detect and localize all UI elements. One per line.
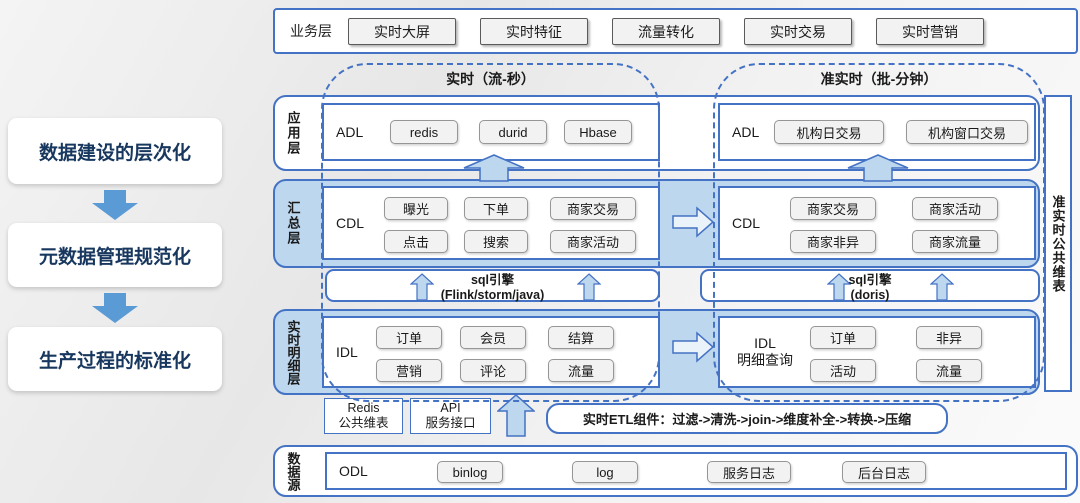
etl-pipeline-box: 实时ETL组件：过滤->清洗->join->维度补全->转换->压缩 <box>546 403 948 434</box>
idl-left-tag: IDL <box>336 344 358 360</box>
odl-chip-binlog: binlog <box>437 461 503 483</box>
roadmap-step-3: 生产过程的标准化 <box>8 327 222 391</box>
group-realtime-title: 实时（流-秒） <box>446 71 535 87</box>
quasi-dim-table-sidebar: 准实时公共维表 <box>1044 95 1072 392</box>
up-arrow-icon <box>463 154 525 182</box>
business-item-traffic-conversion: 流量转化 <box>612 18 720 45</box>
up-arrow-icon <box>827 273 851 301</box>
idl-chip: 结算 <box>548 326 614 349</box>
sql-engine-left-subtitle: (Flink/storm/java) <box>440 288 545 302</box>
business-layer-label: 业务层 <box>290 23 332 39</box>
adl-left-tag: ADL <box>336 124 364 140</box>
odl-box: ODL binlog log 服务日志 后台日志 <box>325 452 1067 490</box>
idl-chip: 流量 <box>916 359 982 382</box>
adl-right-tag: ADL <box>732 124 760 140</box>
up-arrow-icon <box>497 394 535 437</box>
cdl-chip: 下单 <box>464 197 528 220</box>
idl-chip: 营销 <box>376 359 442 382</box>
business-item-realtime-trade: 实时交易 <box>744 18 852 45</box>
cdl-chip: 搜索 <box>464 230 528 253</box>
adl-chip-redis: redis <box>390 120 458 144</box>
cdl-left-box: CDL 曝光 下单 商家交易 点击 搜索 商家活动 <box>322 186 660 260</box>
down-arrow-icon <box>92 293 138 323</box>
adl-chip-durid: durid <box>479 120 547 144</box>
right-arrow-icon <box>672 206 714 238</box>
detail-layer-label: 实时明细层 <box>285 319 301 385</box>
adl-left-box: ADL redis durid Hbase <box>322 103 660 161</box>
idl-chip: 会员 <box>460 326 526 349</box>
idl-chip: 订单 <box>376 326 442 349</box>
idl-chip: 非异 <box>916 326 982 349</box>
idl-chip: 评论 <box>460 359 526 382</box>
sql-engine-left-box: sql引擎 (Flink/storm/java) <box>325 269 660 302</box>
adl-right-box: ADL 机构日交易 机构窗口交易 <box>718 103 1036 161</box>
cdl-chip: 点击 <box>384 230 448 253</box>
adl-chip-institution-window-trade: 机构窗口交易 <box>906 120 1028 144</box>
cdl-left-tag: CDL <box>336 215 365 231</box>
business-item-realtime-dashboard: 实时大屏 <box>348 18 456 45</box>
idl-chip: 活动 <box>810 359 876 382</box>
roadmap-step-1: 数据建设的层次化 <box>8 118 222 184</box>
roadmap-step-3-label: 生产过程的标准化 <box>38 350 191 372</box>
business-item-realtime-feature: 实时特征 <box>480 18 588 45</box>
odl-chip-service-log: 服务日志 <box>707 461 791 483</box>
odl-chip-backend-log: 后台日志 <box>842 461 926 483</box>
group-quasi-title: 准实时（批-分钟） <box>820 71 938 87</box>
summary-layer-label: 汇总层 <box>285 201 301 246</box>
sql-engine-right-subtitle: (doris) <box>850 288 890 302</box>
right-arrow-icon <box>672 331 714 363</box>
adl-chip-hbase: Hbase <box>564 120 632 144</box>
app-layer-label: 应用层 <box>285 110 301 156</box>
datasource-label: 数据源 <box>285 451 301 491</box>
roadmap-step-2: 元数据管理规范化 <box>8 223 222 287</box>
up-arrow-icon <box>847 154 909 182</box>
cdl-chip: 商家交易 <box>550 197 636 220</box>
odl-tag: ODL <box>339 463 368 479</box>
cdl-chip: 曝光 <box>384 197 448 220</box>
cdl-chip: 商家交易 <box>790 197 876 220</box>
idl-right-tag: IDL 明细查询 <box>737 335 793 368</box>
up-arrow-icon <box>930 273 954 301</box>
cdl-right-box: CDL 商家交易 商家活动 商家非异 商家流量 <box>718 186 1036 260</box>
up-arrow-icon <box>410 273 434 301</box>
sql-engine-right-box: sql引擎 (doris) <box>700 269 1040 302</box>
api-service-box: API 服务接口 <box>410 398 491 434</box>
redis-dim-table-box: Redis 公共维表 <box>324 398 403 434</box>
odl-chip-log: log <box>572 461 638 483</box>
adl-chip-institution-daily-trade: 机构日交易 <box>774 120 884 144</box>
cdl-right-tag: CDL <box>732 215 761 231</box>
idl-left-box: IDL 订单 会员 结算 营销 评论 流量 <box>322 316 660 388</box>
idl-chip: 流量 <box>548 359 614 382</box>
quasi-dim-table-label: 准实时公共维表 <box>1050 194 1066 293</box>
sql-engine-left-title: sql引擎 <box>470 273 515 287</box>
idl-right-box: IDL 明细查询 订单 非异 活动 流量 <box>718 316 1036 388</box>
cdl-chip: 商家活动 <box>550 230 636 253</box>
cdl-chip: 商家流量 <box>912 230 998 253</box>
cdl-chip: 商家活动 <box>912 197 998 220</box>
business-item-realtime-marketing: 实时营销 <box>876 18 984 45</box>
down-arrow-icon <box>92 190 138 220</box>
up-arrow-icon <box>577 273 601 301</box>
sql-engine-right-title: sql引擎 <box>848 273 892 287</box>
roadmap-step-1-label: 数据建设的层次化 <box>38 142 191 164</box>
roadmap-step-2-label: 元数据管理规范化 <box>38 246 191 268</box>
idl-chip: 订单 <box>810 326 876 349</box>
cdl-chip: 商家非异 <box>790 230 876 253</box>
